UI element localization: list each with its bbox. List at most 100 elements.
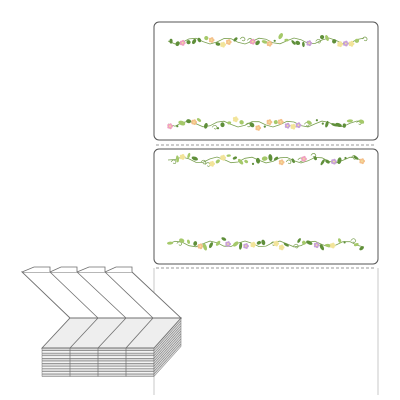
- vine-flower-icon: [191, 119, 197, 125]
- vine-flower-icon: [273, 240, 280, 247]
- vine-leaf-icon: [255, 157, 261, 164]
- vine-curl-icon: [361, 36, 368, 42]
- vine-flower-icon: [290, 123, 297, 130]
- vine-flower-icon: [243, 243, 249, 249]
- vine-curl-icon: [293, 243, 299, 249]
- vine-leaf-icon: [191, 38, 197, 45]
- vine-flower-icon: [313, 242, 320, 249]
- vine-berry-icon: [216, 127, 220, 130]
- vine-leaf-icon: [342, 123, 347, 128]
- top-label-vine-bottom: [167, 116, 365, 131]
- vine-leaf-icon: [187, 239, 190, 244]
- stack-fold-dividers: [49, 271, 154, 319]
- vine-leaf-icon: [291, 158, 295, 164]
- vine-leaf-icon: [325, 120, 329, 128]
- stack-fold-tabs: [21, 266, 133, 273]
- vine-leaf-icon: [306, 120, 312, 125]
- vine-flower-icon: [250, 241, 257, 248]
- vine-leaf-icon: [297, 238, 301, 243]
- vine-leaf-icon: [274, 156, 279, 161]
- vine-leaf-icon: [221, 237, 227, 241]
- vine-berry-icon: [263, 125, 266, 128]
- vine-leaf-icon: [320, 159, 325, 166]
- vine-curl-icon: [170, 159, 177, 165]
- vine-leaf-icon: [325, 35, 329, 41]
- vine-leaf-icon: [197, 37, 202, 43]
- vine-flower-icon: [197, 243, 204, 250]
- vine-leaf-icon: [284, 38, 289, 42]
- vine-flower-icon: [250, 38, 256, 45]
- stack-top-dividers: [69, 317, 154, 349]
- vine-flower-icon: [277, 118, 284, 125]
- vine-leaf-icon: [291, 40, 296, 45]
- vine-leaf-icon: [239, 120, 244, 125]
- vine-leaf-icon: [215, 240, 221, 246]
- vine-leaf-icon: [358, 119, 365, 124]
- vine-leaf-icon: [237, 158, 244, 165]
- vine-leaf-icon: [186, 119, 192, 124]
- vine-flower-icon: [348, 40, 355, 47]
- vine-leaf-icon: [353, 155, 359, 160]
- vine-leaf-icon: [208, 242, 214, 249]
- second-label: [153, 148, 379, 265]
- vine-flower-icon: [359, 158, 366, 165]
- vine-leaf-icon: [302, 41, 305, 48]
- second-label-outline: [153, 148, 379, 265]
- vine-flower-icon: [209, 160, 215, 167]
- vine-leaf-icon: [204, 35, 209, 41]
- top-label-vine-top: [167, 33, 368, 48]
- vine-leaf-icon: [256, 240, 261, 245]
- vine-leaf-icon: [227, 121, 232, 125]
- vine-leaf-icon: [302, 240, 306, 245]
- vine-leaf-icon: [283, 242, 289, 247]
- vine-leaf-icon: [278, 33, 284, 40]
- vine-leaf-icon: [204, 122, 208, 129]
- vine-leaf-icon: [337, 157, 342, 165]
- vine-leaf-icon: [175, 41, 180, 47]
- paper-strip-continuation: [153, 268, 379, 395]
- vine-leaf-icon: [319, 34, 325, 40]
- vine-leaf-icon: [325, 159, 330, 164]
- vine-flower-icon: [220, 154, 226, 161]
- vine-flower-icon: [208, 37, 215, 43]
- vine-leaf-icon: [191, 156, 198, 161]
- vine-leaf-icon: [239, 242, 243, 250]
- vine-curl-icon: [315, 38, 322, 44]
- vine-flower-icon: [255, 125, 262, 131]
- vine-leaf-icon: [261, 156, 268, 161]
- vine-leaf-icon: [196, 118, 202, 122]
- vine-flower-icon: [220, 41, 226, 48]
- vine-flower-icon: [301, 155, 307, 162]
- vine-leaf-icon: [226, 154, 231, 157]
- vine-leaf-icon: [338, 238, 342, 244]
- vine-flower-icon: [306, 40, 313, 47]
- vine-curl-icon: [239, 36, 246, 42]
- vine-curl-icon: [285, 159, 292, 165]
- vine-stem: [167, 156, 365, 164]
- vine-flower-icon: [225, 241, 231, 247]
- vine-berry-icon: [176, 125, 179, 128]
- vine-leaf-icon: [202, 243, 208, 251]
- vine-leaf-icon: [169, 38, 173, 44]
- vine-leaf-icon: [332, 39, 337, 44]
- vine-flower-icon: [266, 40, 273, 47]
- vine-flower-icon: [226, 39, 232, 45]
- vine-leaf-icon: [179, 238, 185, 243]
- stack-layers: [41, 317, 182, 378]
- vine-leaf-icon: [178, 120, 186, 126]
- vine-leaf-icon: [233, 37, 238, 42]
- vine-leaf-icon: [268, 154, 273, 162]
- vine-leaf-icon: [193, 241, 198, 246]
- vine-leaf-icon: [273, 120, 278, 125]
- vine-leaf-icon: [187, 152, 191, 159]
- vine-flower-icon: [337, 41, 344, 48]
- vine-flower-icon: [284, 122, 291, 129]
- vine-flower-icon: [266, 119, 273, 126]
- vine-leaf-icon: [295, 40, 301, 45]
- vine-flower-icon: [278, 159, 285, 166]
- vine-flower-icon: [343, 40, 349, 47]
- vine-berry-icon: [273, 39, 276, 42]
- second-label-vine-top: [167, 152, 366, 167]
- second-label-vine-bottom: [167, 237, 365, 251]
